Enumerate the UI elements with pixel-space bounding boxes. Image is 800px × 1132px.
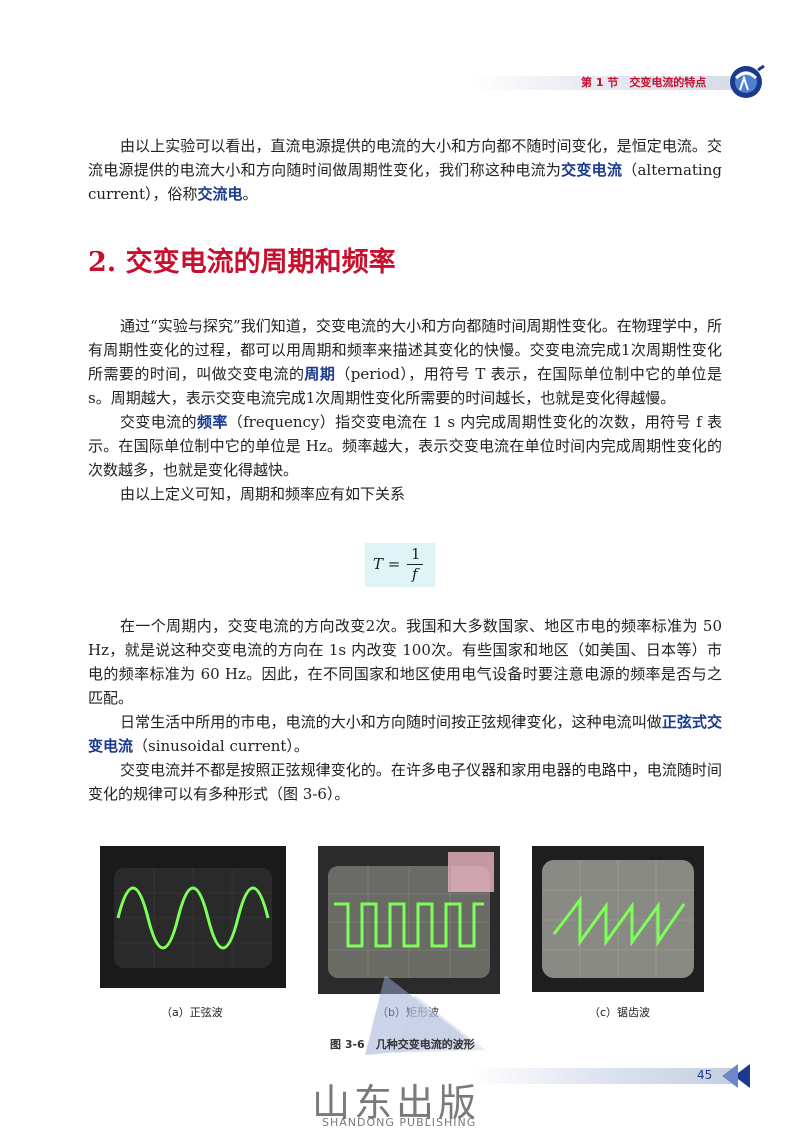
publisher-logo: 山东出版 xyxy=(312,1081,481,1125)
decorative-triangle-graphic xyxy=(365,975,485,1055)
intro-paragraph: 由以上实验可以看出，直流电源提供的电流的大小和方向都不随时间变化，是恒定电流。交… xyxy=(88,134,722,206)
sawtooth-wave-svg xyxy=(532,846,704,992)
sin-text-a: 日常生活中所用的市电，电流的大小和方向随时间按正弦规律变化，这种电流叫做 xyxy=(120,713,662,731)
formula-lhs: T = xyxy=(373,555,401,573)
paragraph-relation: 由以上定义可知，周期和频率应有如下关系 xyxy=(120,485,406,503)
section-heading: 2. 交变电流的周期和频率 xyxy=(88,247,396,278)
square-trace xyxy=(334,902,484,948)
sine-wave-svg xyxy=(100,846,286,988)
figure-title: 图 3-6 几种交变电流的波形 xyxy=(330,1038,475,1051)
paragraph-frequency: 交变电流的频率（frequency）指交变电流在 1 s 内完成周期性变化的次数… xyxy=(88,410,722,482)
formula-denominator: f xyxy=(412,565,418,583)
term-alternating-current: 交变电流 xyxy=(561,161,623,179)
freq-text-a: 交变电流的 xyxy=(120,413,197,431)
freq-text-b: （frequency）指交变电流在 1 s 内完成周期性变化的次数，用符号 f … xyxy=(88,413,722,479)
body-text: 通过“实验与探究”我们知道，交变电流的大小和方向都随时间周期性变化。在物理学中，… xyxy=(88,314,722,506)
paragraph-period: 通过“实验与探究”我们知道，交变电流的大小和方向都随时间周期性变化。在物理学中，… xyxy=(88,314,722,410)
intro-text-b: （alternating current），俗称 xyxy=(88,161,722,203)
caption-sawtooth: （c）锯齿波 xyxy=(589,1006,651,1019)
header-band xyxy=(470,76,740,90)
oscilloscope-square-photo xyxy=(318,846,500,994)
running-header: 第 1 节 交变电流的特点 xyxy=(0,62,800,106)
paragraph-sinusoidal: 日常生活中所用的市电，电流的大小和方向随时间按正弦规律变化，这种电流叫做正弦式交… xyxy=(88,710,722,758)
page-number: 45 xyxy=(697,1068,713,1082)
term-sinusoidal: 正弦式交变电流 xyxy=(88,713,722,755)
footer-arrow-icon xyxy=(722,1064,750,1088)
period-text-b: （period），用符号 T 表示，在国际单位制中它的单位是s。周期越大，表示交… xyxy=(88,365,722,407)
sawtooth-trace xyxy=(552,895,686,947)
physics-logo-icon xyxy=(730,64,765,98)
caption-sine: （a）正弦波 xyxy=(161,1006,223,1019)
intro-text-a: 由以上实验可以看出，直流电源提供的电流的大小和方向都不随时间变化，是恒定电流。交… xyxy=(88,137,722,179)
sin-text-b: （sinusoidal current）。 xyxy=(133,737,309,755)
formula-box: T = 1 f xyxy=(365,543,435,587)
sine-trace xyxy=(116,886,270,950)
fraction-bar xyxy=(407,564,423,565)
term-frequency: 频率 xyxy=(196,413,228,431)
paragraph-waveforms: 交变电流并不都是按照正弦规律变化的。在许多电子仪器和家用电器的电路中，电流随时间… xyxy=(88,761,722,803)
formula-numerator: 1 xyxy=(411,545,421,563)
intro-text-c: 。 xyxy=(242,185,258,203)
oscilloscope-sine-photo xyxy=(100,846,286,988)
publisher-english: SHANDONG PUBLISHING xyxy=(322,1116,477,1129)
oscilloscope-sawtooth-photo xyxy=(532,846,704,992)
term-period: 周期 xyxy=(304,365,336,383)
term-ac: 交流电 xyxy=(197,185,243,203)
body-text-2: 在一个周期内，交变电流的方向改变2次。我国和大多数国家、地区市电的频率标准为 5… xyxy=(88,614,722,806)
section-label: 第 1 节 交变电流的特点 xyxy=(581,76,707,89)
period-text-a: 通过“实验与探究”我们知道，交变电流的大小和方向都随时间周期性变化。在物理学中，… xyxy=(88,317,722,383)
footer-band xyxy=(470,1068,735,1084)
paragraph-mains: 在一个周期内，交变电流的方向改变2次。我国和大多数国家、地区市电的频率标准为 5… xyxy=(88,617,722,707)
square-wave-svg xyxy=(318,846,500,994)
